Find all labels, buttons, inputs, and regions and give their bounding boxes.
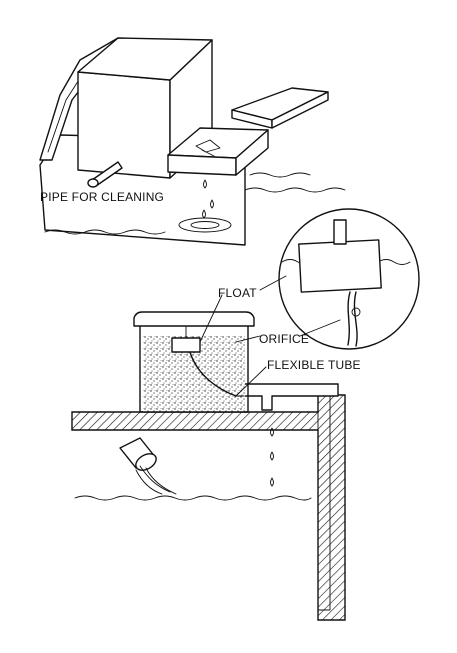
float-detail-inset — [278, 208, 420, 350]
float-block-detail — [298, 239, 382, 293]
tank-box-front — [77, 71, 171, 179]
float — [171, 337, 201, 353]
flexible-tube — [189, 351, 237, 397]
label-flexible-tube: FLEXIBLE TUBE — [267, 358, 361, 372]
label-orifice: ORIFICE — [259, 332, 309, 346]
reservoir-slab — [71, 394, 346, 621]
upper-tank-assembly — [39, 37, 346, 246]
flexible-tube-detail — [347, 291, 351, 346]
label-pipe-for-cleaning: PIPE FOR CLEANING — [40, 190, 164, 204]
tank-box-top — [77, 37, 213, 81]
label-float: FLOAT — [218, 286, 257, 300]
lower-tank-assembly — [71, 275, 346, 621]
dosing-tank-lid — [133, 311, 255, 327]
float-stem-detail — [333, 219, 347, 245]
